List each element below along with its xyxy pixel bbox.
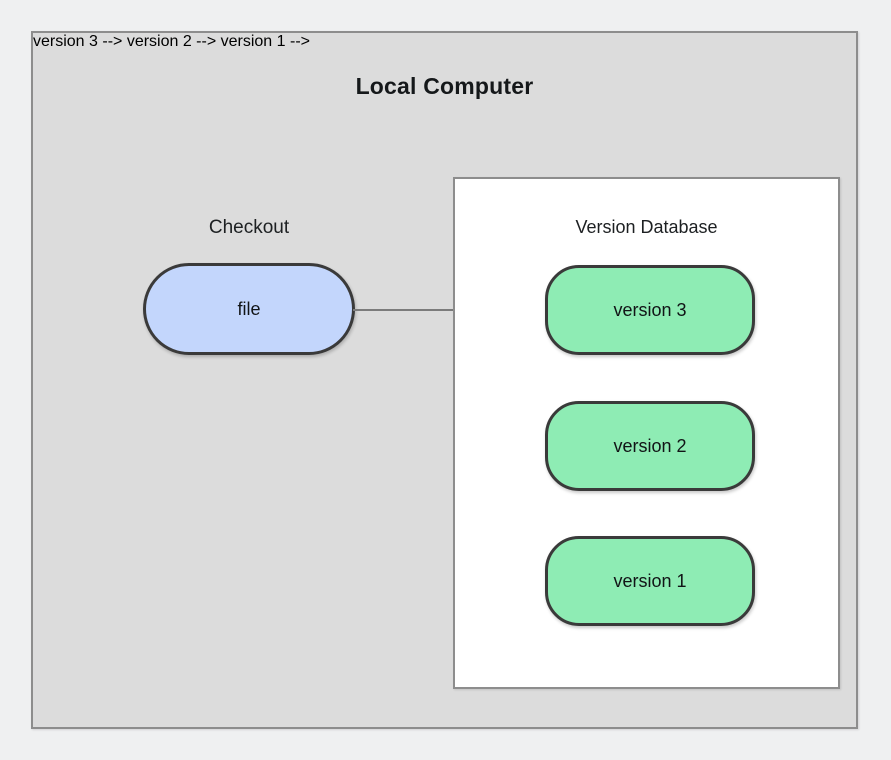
node-version-3[interactable]: version 3 [545, 265, 755, 355]
node-file-label: file [237, 298, 261, 319]
connector-file-to-version-3 [353, 309, 547, 311]
node-version-2-label: version 2 [613, 435, 687, 456]
local-computer-container: Local Computer Checkout file version 3 -… [31, 31, 858, 729]
node-file[interactable]: file [143, 263, 355, 355]
checkout-label: Checkout [208, 217, 290, 238]
node-version-1-label: version 1 [613, 570, 687, 591]
node-version-2[interactable]: version 2 [545, 401, 755, 491]
local-computer-title: Local Computer [355, 73, 534, 99]
version-database-label: Version Database [575, 217, 718, 237]
node-version-1[interactable]: version 1 [545, 536, 755, 626]
node-version-3-label: version 3 [613, 299, 687, 320]
